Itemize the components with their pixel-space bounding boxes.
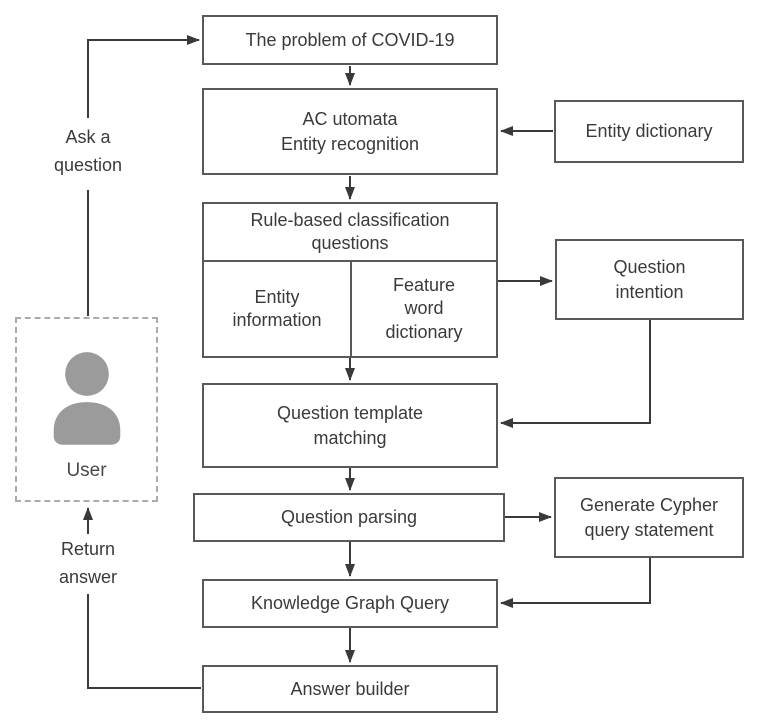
person-icon [53, 351, 120, 445]
node-knowledge-graph-query: Knowledge Graph Query [202, 579, 498, 628]
node-answer-builder: Answer builder [202, 665, 498, 713]
node-entity-dictionary: Entity dictionary [554, 100, 744, 163]
rule-classification-header: Rule-based classification questions [204, 204, 496, 262]
cell-feature-word-dictionary: Feature word dictionary [385, 274, 463, 342]
node-problem-of-covid19: The problem of COVID-19 [202, 15, 498, 65]
edge-label-ask-a-question: Ask a question [23, 124, 153, 180]
edge-answer-to-user-lower-segment [87, 594, 201, 689]
cell-entity-information: Entity information [204, 262, 352, 356]
user-label: User [66, 459, 107, 481]
node-question-parsing: Question parsing [193, 493, 505, 542]
edge-intention-to-template [500, 320, 651, 428]
user-actor-box: User [15, 317, 158, 502]
edge-user-to-problem [87, 35, 200, 118]
node-ac-automata-entity-recognition: AC utomata Entity recognition [202, 88, 498, 175]
node-rule-based-classification: Rule-based classification questions Enti… [202, 202, 498, 358]
edge-cypher-to-kgq [500, 558, 651, 608]
edge-label-return-answer: Return answer [23, 536, 153, 592]
rule-classification-cells: Entity information Feature word dictiona… [204, 262, 496, 356]
node-question-intention: Question intention [555, 239, 744, 320]
node-question-template-matching: Question template matching [202, 383, 498, 468]
node-generate-cypher-query: Generate Cypher query statement [554, 477, 744, 558]
